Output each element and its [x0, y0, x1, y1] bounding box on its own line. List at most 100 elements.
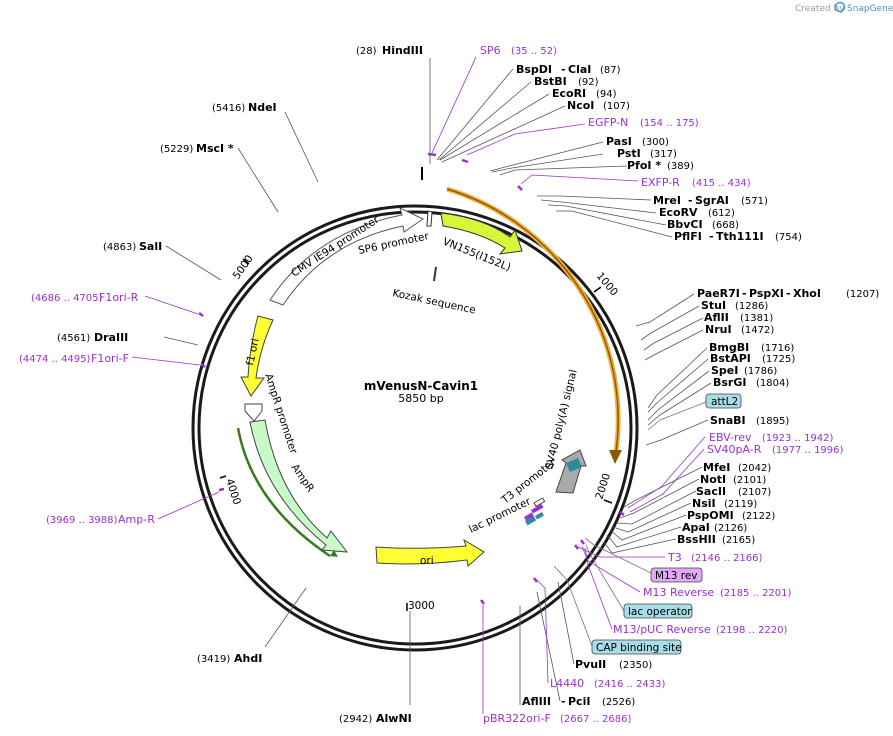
enzyme-ncoi-pos: (107) — [603, 101, 630, 112]
enzyme-clai-pos: (87) — [600, 65, 621, 76]
kozak-label: Kozak sequence — [391, 287, 476, 316]
primer-m13-reverse: M13 Reverse — [643, 586, 714, 599]
primer-t3: T3 — [667, 551, 682, 564]
enzyme-hindiii-pos: (28) — [356, 46, 377, 57]
primer-amp-r: Amp-R — [118, 513, 155, 526]
enzyme-aflii-pos: (1381) — [740, 313, 773, 324]
m13rev-label: M13 rev — [655, 570, 698, 582]
enzyme-sgrai: SgrAI — [695, 194, 729, 207]
enzyme-sali-pos: (4863) — [103, 242, 136, 253]
primer-m13-reverse-range: (2185 .. 2201) — [720, 588, 792, 599]
enzyme-bsshii: BssHII — [677, 533, 716, 546]
enzyme-bsrgi-pos: (1804) — [756, 378, 789, 389]
ampr-label: AmpR — [289, 462, 317, 495]
enzyme-pfoi-pos: (389) — [667, 161, 694, 172]
lac-operator-label: lac operator — [628, 606, 692, 618]
enzyme-bbvci-pos: (668) — [712, 220, 739, 231]
enzyme-msci: MscI * — [196, 142, 234, 155]
enzyme-draiii-pos: (4561) — [57, 333, 90, 344]
enzyme-stui: StuI — [701, 299, 726, 312]
enzyme-stui-pos: (1286) — [735, 301, 768, 312]
enzyme-aflii: AflII — [704, 311, 729, 324]
enzyme-noti-pos: (2101) — [733, 475, 766, 486]
enzyme-ndei-pos: (5416) — [212, 103, 245, 114]
enzyme-pcii: PciI — [568, 695, 590, 708]
ori-feature — [375, 538, 485, 567]
enzyme-dash: - — [709, 230, 714, 243]
enzyme-tth111i-pos: (754) — [775, 232, 802, 243]
primer-leader-lines — [131, 56, 706, 714]
enzyme-pfoi: PfoI * — [627, 159, 661, 172]
enzyme-pspomi-pos: (2122) — [742, 511, 775, 522]
enzyme-mfei-pos: (2042) — [738, 463, 771, 474]
enzyme-spei-pos: (1786) — [744, 366, 777, 377]
enzyme-hindiii: HindIII — [382, 44, 423, 57]
attl2-box: attL2 — [705, 393, 742, 409]
enzyme-sgrai-pos: (571) — [741, 196, 768, 207]
enzyme-snabi: SnaBI — [710, 414, 746, 427]
lac-label: lac promoter — [467, 495, 533, 536]
enzyme-pasi: PasI — [606, 135, 632, 148]
enzyme-leader-lines — [163, 58, 712, 705]
ori-label: ori — [420, 555, 434, 567]
enzyme-bbvci: BbvCI — [667, 218, 703, 231]
ampr-feature — [249, 419, 349, 553]
enzyme-bmgbi: BmgBI — [709, 341, 749, 354]
vn155-feature — [440, 212, 523, 255]
enzyme-pvuii: PvuII — [575, 658, 606, 671]
enzyme-bsrgi: BsrGI — [713, 376, 746, 389]
enzyme-bstbi-pos: (92) — [578, 77, 599, 88]
enzyme-sacii: SacII — [696, 485, 726, 498]
primer-f1ori-r: F1ori-R — [99, 291, 139, 304]
primer-egfp-n: EGFP-N — [588, 116, 628, 129]
primer-marks — [198, 152, 625, 605]
enzyme-ndei: NdeI — [248, 101, 277, 114]
lac-operator-box: lac operator — [623, 603, 693, 619]
t3-lac-cluster — [524, 497, 546, 526]
enzyme-bsshii-pos: (2165) — [722, 535, 755, 546]
enzyme-alwni-pos: (2942) — [339, 714, 372, 725]
primer-ebv-rev-range: (1923 .. 1942) — [762, 433, 834, 444]
enzyme-ecorv-pos: (612) — [708, 208, 735, 219]
enzyme-dash: - — [742, 287, 747, 300]
primer-f1ori-r-range: (4686 .. 4705) — [31, 293, 103, 304]
enzyme-xhoi-pos: (1207) — [846, 289, 879, 300]
enzyme-dash: - — [786, 287, 791, 300]
primer-pbr322ori-f-range: (2667 .. 2686) — [560, 714, 632, 725]
plasmid-size: 5850 bp — [398, 392, 443, 405]
cap-binding-site-label: CAP binding site — [596, 642, 682, 654]
enzyme-ahdi-pos: (3419) — [197, 654, 230, 665]
enzyme-xhoi: XhoI — [793, 287, 821, 300]
enzyme-nsii-pos: (2119) — [724, 499, 757, 510]
enzyme-pasi-pos: (300) — [642, 137, 669, 148]
attl2-label: attL2 — [711, 396, 738, 408]
f1-ori-feature — [240, 315, 274, 397]
enzyme-bstapi: BstAPI — [710, 352, 751, 365]
enzyme-nrui-pos: (1472) — [741, 325, 774, 336]
enzyme-pcii-pos: (2526) — [602, 697, 635, 708]
scale-tick-2000-mark — [603, 499, 613, 504]
cap-binding-site-box: CAP binding site — [591, 639, 682, 655]
enzyme-pvuii-pos: (2350) — [619, 660, 652, 671]
enzyme-sali: SalI — [139, 240, 162, 253]
enzyme-labels: (28) HindIII BspDI - ClaI (87) BstBI (92… — [57, 44, 879, 725]
credit-brand: SnapGene — [847, 4, 893, 14]
primer-t3-range: (2146 .. 2166) — [691, 553, 763, 564]
enzyme-ahdi: AhdI — [234, 652, 262, 665]
enzyme-msci-pos: (5229) — [160, 144, 193, 155]
enzyme-ncoi: NcoI — [567, 99, 594, 112]
enzyme-nrui: NruI — [705, 323, 732, 336]
enzyme-afliii: AflIII — [522, 695, 551, 708]
f1-ori-label: f1 ori — [244, 337, 261, 366]
enzyme-clai: ClaI — [568, 63, 591, 76]
enzyme-snabi-pos: (1895) — [756, 416, 789, 427]
scale-tick-1000-mark — [593, 286, 602, 293]
enzyme-nsii: NsiI — [692, 497, 716, 510]
backbone-outer — [191, 204, 639, 652]
primer-m13-puc-reverse-range: (2198 .. 2220) — [716, 625, 788, 636]
enzyme-mfei: MfeI — [703, 461, 730, 474]
enzyme-bmgbi-pos: (1716) — [761, 343, 794, 354]
enzyme-alwni: AlwNI — [376, 712, 412, 725]
enzyme-draiii: DraIII — [94, 331, 128, 344]
